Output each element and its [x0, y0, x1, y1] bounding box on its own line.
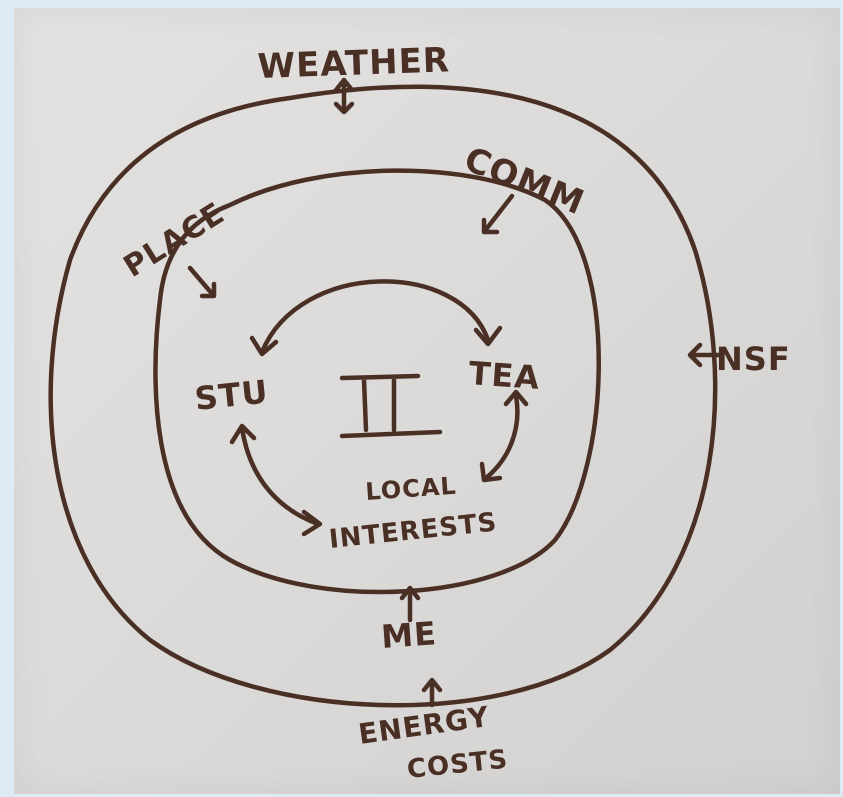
label-comm: COMM — [459, 139, 590, 223]
center-symbol — [339, 373, 443, 439]
nsf-arrow — [687, 342, 723, 368]
label-energy: ENERGY — [356, 700, 491, 751]
inner-ring — [153, 168, 601, 595]
label-costs: COSTS — [406, 745, 510, 785]
comm-arrow — [481, 193, 515, 235]
energy-arrow — [421, 677, 443, 708]
label-place: PLACE — [118, 196, 231, 285]
paper-sheet — [14, 8, 840, 794]
label-tea: TEA — [467, 354, 541, 397]
outer-ring — [48, 84, 718, 708]
tea-local-arrow — [483, 393, 520, 481]
stu-local-arrow — [239, 425, 321, 527]
label-interests: INTERESTS — [328, 507, 499, 554]
place-arrow — [187, 265, 217, 299]
label-stu: STU — [193, 372, 270, 418]
weather-arrow — [333, 77, 355, 115]
label-weather: WEATHER — [257, 40, 451, 87]
me-arrow — [399, 585, 421, 623]
label-me: ME — [380, 614, 438, 656]
stu-tea-arrow — [259, 279, 491, 355]
label-local: LOCAL — [364, 472, 457, 506]
label-nsf: NSF — [716, 340, 791, 378]
